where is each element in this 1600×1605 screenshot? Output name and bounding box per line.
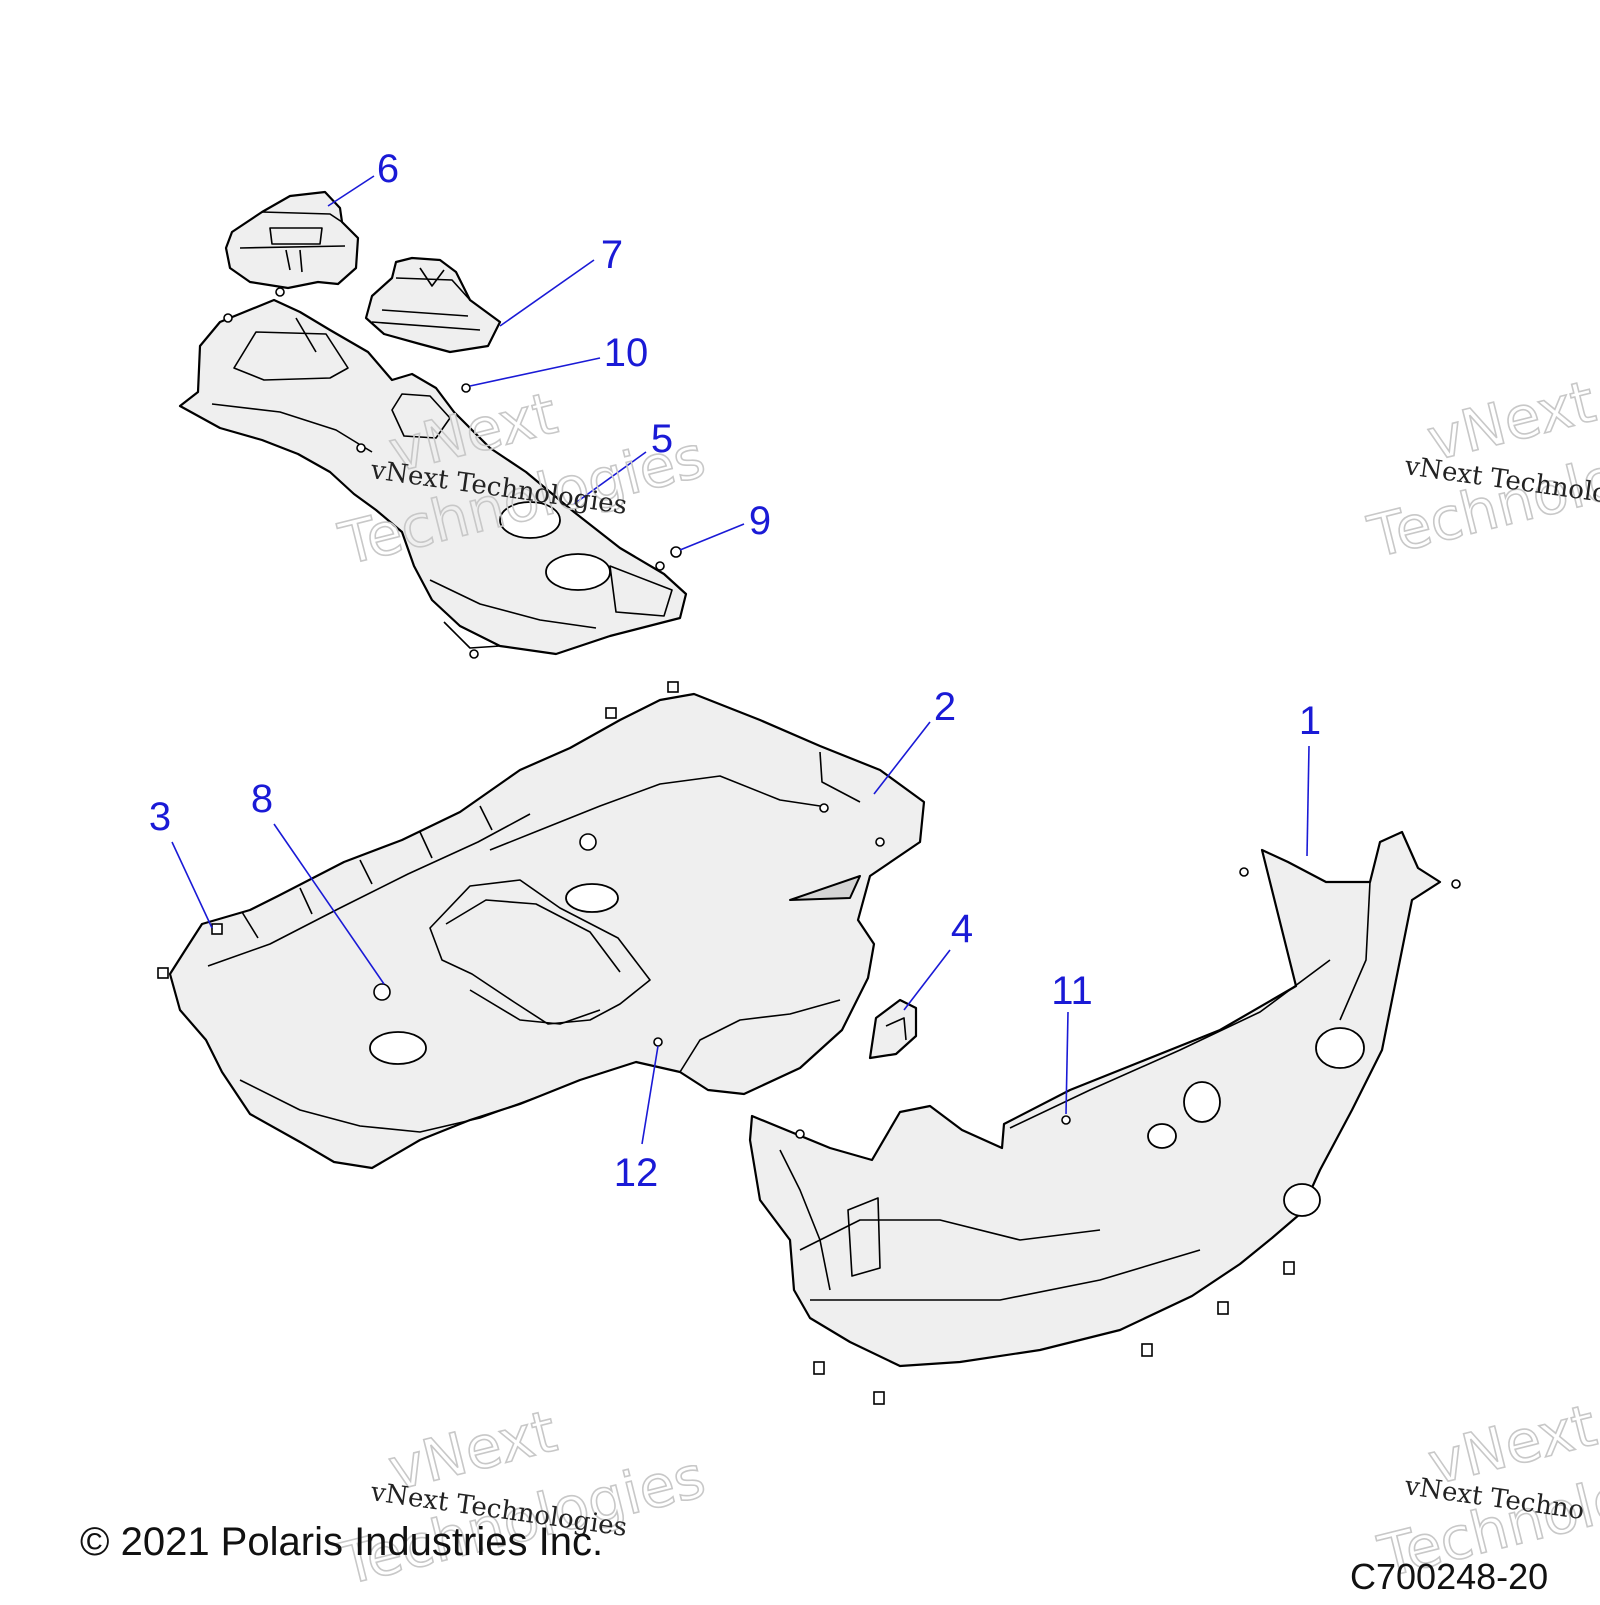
part-11-screw [1061,1115,1071,1125]
leader-8 [273,823,385,985]
part-2-floor-pan [168,692,926,1170]
watermark-top-right: vNext Technologies [1361,366,1600,572]
callout-5[interactable]: 5 [651,417,673,461]
copyright-notice: © 2021 Polaris Industries Inc. [80,1520,604,1564]
leader-2 [873,721,931,795]
callout-11[interactable]: 11 [1051,969,1093,1013]
part-9-clip [670,546,682,558]
leader-4 [903,949,951,1011]
callout-1[interactable]: 1 [1299,699,1321,743]
part-10-screw [461,383,471,393]
callout-9[interactable]: 9 [749,499,771,543]
floor-tabs [157,681,885,1047]
part-4-bracket [868,998,918,1060]
part-8-drain-plug [373,983,391,1001]
leader-10 [469,357,601,387]
callout-3[interactable]: 3 [149,795,171,839]
callout-numbers: 1 2 3 4 5 6 7 8 9 10 11 12 [149,147,1321,1195]
part-5-center-console [178,298,688,656]
callout-8[interactable]: 8 [251,777,273,821]
leader-3 [171,841,213,929]
part-1-front-panel [748,830,1461,1405]
callout-6[interactable]: 6 [377,147,399,191]
diagram-code: C700248-20 [1350,1556,1549,1597]
callout-4[interactable]: 4 [951,907,973,951]
leader-9 [679,523,745,551]
leader-11 [1065,1011,1069,1115]
part-7-shift-boot [364,256,502,354]
callout-10[interactable]: 10 [604,331,649,375]
leader-1 [1306,745,1310,857]
leader-12 [641,1045,659,1145]
part-6-console-cap [224,190,360,290]
leader-5 [573,451,647,505]
leader-lines [171,175,1310,1145]
console-fasteners [223,287,682,659]
callout-7[interactable]: 7 [601,233,623,277]
cupholder-hole [499,501,561,539]
leader-7 [499,259,595,327]
callout-12[interactable]: 12 [614,1151,659,1195]
callout-2[interactable]: 2 [934,685,956,729]
part-12-clip [653,1037,663,1047]
leader-6 [327,175,375,207]
